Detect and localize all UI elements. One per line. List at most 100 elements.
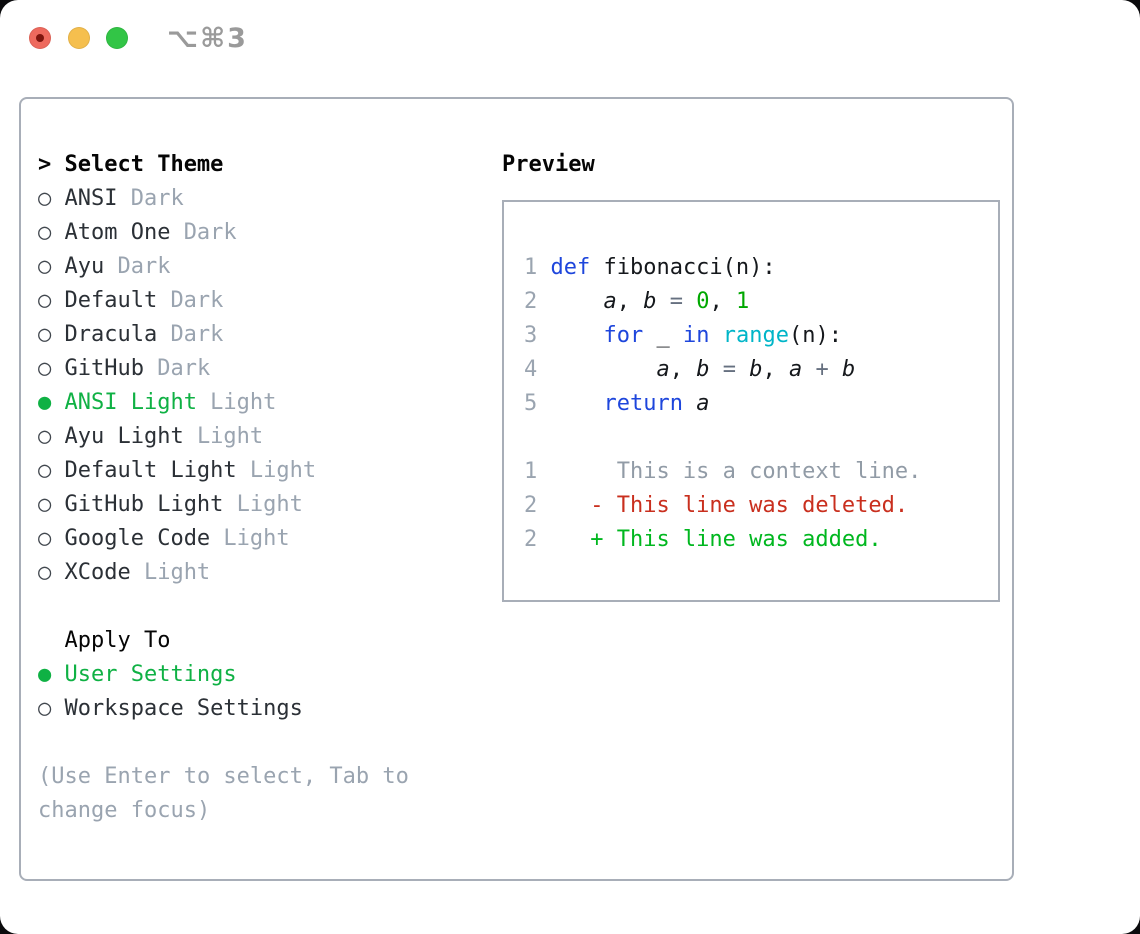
code-line: 4 a, b = b, a + b [524,353,998,387]
theme-name: Default Light [64,458,237,483]
code-token [550,323,603,348]
code-token: a [603,289,617,314]
line-number: 3 [524,323,538,348]
theme-variant-badge: Dark [130,186,184,211]
theme-name: Atom One [64,220,171,245]
code-token: fibonacci(n): [603,255,776,280]
code-token: range [722,323,789,348]
theme-name: Ayu [64,254,105,279]
theme-variant-badge: Dark [170,322,224,347]
radio-icon: ○ [38,526,52,551]
code-token [550,357,656,382]
code-token [683,289,696,314]
code-token: a [788,357,803,382]
theme-name: XCode [64,560,131,585]
theme-option-ansi-dark[interactable]: ○ ANSI Dark [38,182,409,216]
theme-variant-badge: Dark [170,288,224,313]
zoom-button-icon[interactable] [106,27,128,49]
line-number: 2 [524,527,538,552]
code-token: a [696,391,710,416]
radio-icon: ○ [38,424,52,449]
minimize-button-icon[interactable] [68,27,90,49]
code-token: for [603,323,644,348]
code-token: return [603,391,683,416]
radio-icon: ○ [38,186,52,211]
spacer [38,590,409,624]
code-token [550,391,603,416]
spacer [38,726,409,760]
code-token: b [749,357,763,382]
radio-icon: ○ [38,458,52,483]
line-number: 2 [524,289,538,314]
diff-added-text: + This line was added. [550,527,882,552]
theme-option-default-light[interactable]: ○ Default Light Light [38,454,409,488]
code-token: , [616,289,644,314]
theme-variant-badge: Dark [117,254,171,279]
theme-variant-badge: Light [210,390,277,415]
code-token: b [696,357,710,382]
theme-option-ayu-dark[interactable]: ○ Ayu Dark [38,250,409,284]
cursor-prompt-icon: > [38,152,52,177]
code-token: , [762,357,789,382]
spacer [524,421,998,455]
close-button-icon[interactable] [29,27,51,49]
code-token [709,323,722,348]
code-token: _ [643,323,683,348]
line-number: 1 [524,255,538,280]
code-token: = [722,357,736,382]
preview-title: Preview [502,152,595,177]
radio-icon: ○ [38,696,52,721]
code-token [656,289,669,314]
hint-text: change focus) [38,798,211,823]
code-token: + [815,357,829,382]
hint-text: (Use Enter to select, Tab to [38,764,409,789]
code-token: , [669,357,697,382]
apply-option-label: Workspace Settings [64,696,303,721]
code-token: = [669,289,683,314]
window-shortcut-label: ⌥⌘3 [167,23,248,54]
apply-option-user-settings[interactable]: ●User Settings [38,658,409,692]
code-token: , [709,289,736,314]
radio-icon: ○ [38,492,52,517]
theme-variant-badge: Light [249,458,317,483]
radio-icon: ○ [38,356,52,381]
theme-name: GitHub [64,356,144,381]
line-number: 1 [524,459,538,484]
theme-variant-badge: Dark [183,220,237,245]
code-token [709,357,722,382]
theme-name: ANSI Light [64,390,197,415]
theme-variant-badge: Light [236,492,303,517]
code-token [802,357,815,382]
theme-name: Default [64,288,158,313]
code-token: in [682,323,710,348]
radio-icon: ○ [38,254,52,279]
code-token: 1 [735,289,750,314]
theme-picker-header: >Select Theme [38,148,409,182]
code-token [550,289,603,314]
theme-name: ANSI [64,186,118,211]
code-token: (n): [788,323,842,348]
line-number: 2 [524,493,538,518]
diff-line-context: 1 This is a context line. [524,455,998,489]
apply-to-header: Apply To [64,628,171,653]
code-token [683,391,696,416]
apply-option-workspace-settings[interactable]: ○ Workspace Settings [38,692,409,726]
apply-option-label: User Settings [64,662,237,687]
theme-name: Google Code [64,526,211,551]
titlebar: ⌥⌘3 [0,0,1140,97]
code-line: 3 for _ in range(n): [524,319,998,353]
